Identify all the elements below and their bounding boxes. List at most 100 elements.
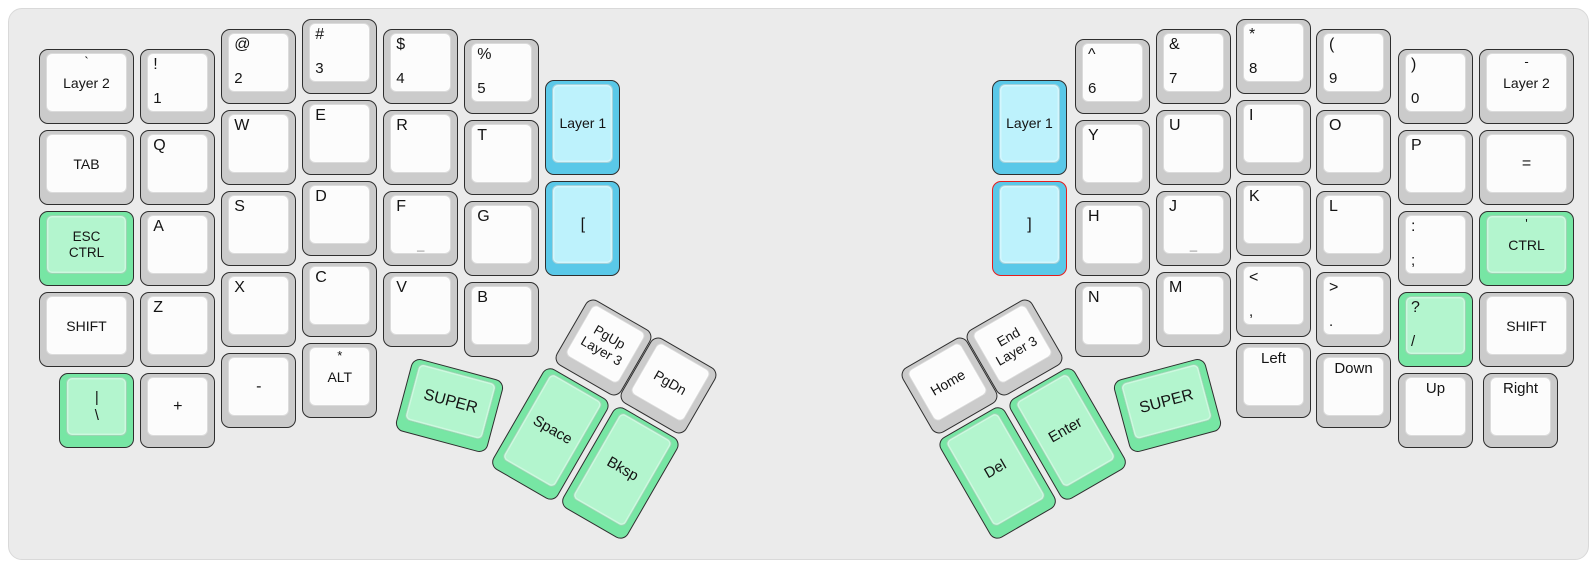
key-z[interactable]: Z: [140, 292, 216, 368]
key-t[interactable]: T: [464, 120, 540, 196]
key-n[interactable]: N: [1075, 282, 1150, 358]
key-arrow-left[interactable]: Left: [1236, 343, 1311, 418]
key-7[interactable]: &7: [1156, 29, 1231, 105]
key-layer2-left[interactable]: `Layer 2: [39, 49, 134, 125]
legend-top-left: U: [1169, 117, 1181, 135]
key-semicolon[interactable]: :;: [1398, 211, 1473, 287]
key-s[interactable]: S: [221, 191, 297, 267]
key-slash[interactable]: ?/: [1398, 292, 1473, 368]
key-a[interactable]: A: [140, 211, 216, 287]
key-ctrl-right[interactable]: 'CTRL: [1479, 211, 1574, 287]
key-u[interactable]: U: [1156, 110, 1231, 186]
keycap-top: &7: [1163, 33, 1224, 93]
key-layer1-left[interactable]: Layer 1: [545, 79, 621, 176]
key-b[interactable]: B: [464, 282, 540, 358]
legend-top-left: K: [1249, 188, 1260, 205]
key-plus[interactable]: +: [140, 373, 216, 449]
keycap-top: *8: [1243, 23, 1304, 82]
key-layer2-right[interactable]: -Layer 2: [1479, 49, 1574, 125]
keycap-top: P: [1405, 134, 1466, 194]
key-arrow-down[interactable]: Down: [1316, 353, 1391, 429]
key-left-bracket[interactable]: [: [545, 181, 621, 277]
legend-top-left: >: [1329, 279, 1339, 297]
key-2[interactable]: @2: [221, 29, 297, 105]
keycap-top: SHIFT: [46, 296, 127, 356]
key-l[interactable]: L: [1316, 191, 1391, 267]
key-pipe-backslash[interactable]: |\: [59, 373, 135, 449]
key-f[interactable]: F_: [383, 191, 459, 267]
key-1[interactable]: !1: [140, 49, 216, 125]
key-shift-left[interactable]: SHIFT: [39, 292, 134, 368]
key-c[interactable]: C: [302, 262, 378, 337]
legend-top-left: &: [1169, 36, 1180, 54]
key-right-bracket[interactable]: ]: [992, 181, 1067, 277]
legend-top-left: (: [1329, 36, 1335, 54]
keycap-top: X: [228, 276, 290, 336]
legend-bottom-left: 3: [315, 60, 324, 77]
keycap-top: TAB: [46, 134, 127, 194]
keycap-top: SHIFT: [1486, 296, 1567, 356]
key-i[interactable]: I: [1236, 100, 1311, 175]
keycap-top: +: [147, 377, 209, 437]
legend-top-left: ?: [1411, 299, 1420, 317]
key-alt[interactable]: *ALT: [302, 343, 378, 418]
key-d[interactable]: D: [302, 181, 378, 256]
key-e[interactable]: E: [302, 100, 378, 175]
key-j[interactable]: J_: [1156, 191, 1231, 267]
key-p[interactable]: P: [1398, 130, 1473, 206]
key-arrow-right[interactable]: Right: [1483, 373, 1558, 449]
legend-bottom-left: 5: [477, 80, 486, 98]
key-o[interactable]: O: [1316, 110, 1391, 186]
key-8[interactable]: *8: [1236, 19, 1311, 94]
key-r[interactable]: R: [383, 110, 459, 186]
key-layer1-right[interactable]: Layer 1: [992, 79, 1067, 176]
legend-top-center: `: [84, 54, 89, 70]
keycap-top: D: [309, 185, 371, 244]
key-v[interactable]: V: [383, 272, 459, 348]
key-equals[interactable]: =: [1479, 130, 1574, 206]
keycap-top: )0: [1405, 53, 1466, 113]
key-arrow-up[interactable]: Up: [1398, 373, 1473, 449]
key-period[interactable]: >.: [1316, 272, 1391, 348]
legend-center-top: Up: [1425, 380, 1446, 398]
key-tab[interactable]: TAB: [39, 130, 134, 206]
legend-center: TAB: [73, 155, 100, 172]
key-6[interactable]: ^6: [1075, 39, 1150, 115]
key-5[interactable]: %5: [464, 39, 540, 115]
legend-top-left: L: [1329, 198, 1338, 216]
key-9[interactable]: (9: [1316, 29, 1391, 105]
key-h[interactable]: H: [1075, 201, 1150, 277]
keycap-top: Right: [1490, 377, 1551, 437]
key-0[interactable]: )0: [1398, 49, 1473, 125]
key-q[interactable]: Q: [140, 130, 216, 206]
key-y[interactable]: Y: [1075, 120, 1150, 196]
keycap-top: S: [228, 195, 290, 255]
keycap-top: L: [1323, 195, 1384, 255]
key-w[interactable]: W: [221, 110, 297, 186]
legend-top-left: I: [1249, 107, 1254, 124]
key-comma[interactable]: <,: [1236, 262, 1311, 337]
legend-bottom-left: 2: [234, 70, 243, 88]
legend-bottom-left: ,: [1249, 303, 1254, 320]
key-g[interactable]: G: [464, 201, 540, 277]
key-minus[interactable]: -: [221, 353, 297, 429]
legend-top-left: V: [396, 279, 407, 297]
keycap-top: C: [309, 266, 371, 325]
key-4[interactable]: $4: [383, 29, 459, 105]
keycap-top: |\: [66, 377, 128, 437]
key-m[interactable]: M: [1156, 272, 1231, 348]
legend-center: SHIFT: [1506, 317, 1547, 334]
key-shift-right[interactable]: SHIFT: [1479, 292, 1574, 368]
legend-top-left: *: [1249, 26, 1256, 43]
keycap-top: Up: [1405, 377, 1466, 437]
key-x[interactable]: X: [221, 272, 297, 348]
legend-bottom-left: ;: [1411, 252, 1416, 270]
keycap-top: J_: [1163, 195, 1224, 255]
key-3[interactable]: #3: [302, 19, 378, 94]
key-k[interactable]: K: [1236, 181, 1311, 256]
keycap-top: Y: [1082, 124, 1143, 184]
legend-center-top: Right: [1502, 380, 1539, 398]
keycap-top: W: [228, 114, 290, 174]
